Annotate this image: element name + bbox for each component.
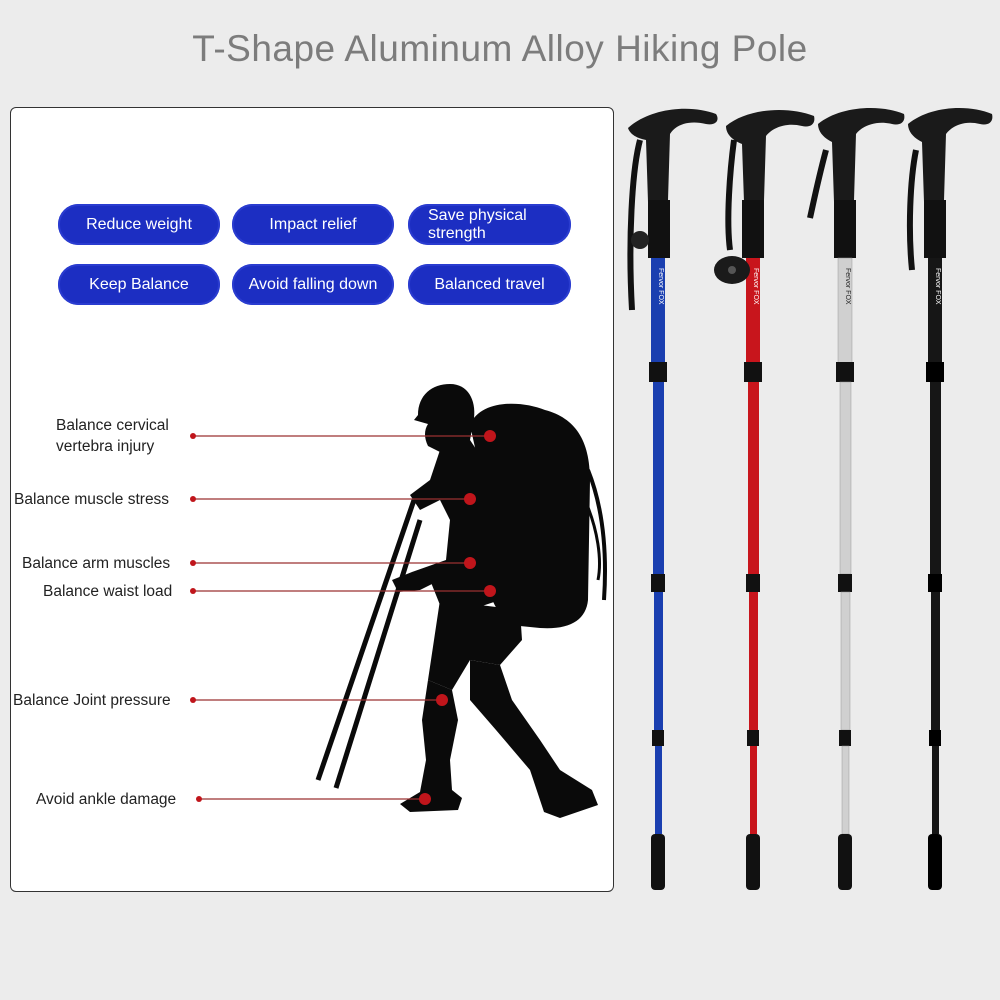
benefit-label: Reduce weight (86, 215, 192, 233)
pointer-lines (193, 435, 490, 800)
benefit-pill-avoid-falling: Avoid falling down (232, 264, 394, 305)
label-ankle-damage: Avoid ankle damage (36, 791, 177, 808)
benefit-pill-balanced-travel: Balanced travel (408, 264, 571, 305)
hiker-silhouette (315, 384, 608, 818)
marker-dots (190, 430, 496, 805)
pole-brand-text-black: Fervor FOX (934, 268, 941, 305)
benefit-label: Balanced travel (434, 275, 545, 293)
label-waist-load: Balance waist load (43, 583, 173, 600)
pole-red (714, 110, 815, 890)
benefit-label: Impact relief (269, 215, 357, 233)
benefit-pill-keep-balance: Keep Balance (58, 264, 220, 305)
page-title: T-Shape Aluminum Alloy Hiking Pole (192, 28, 808, 69)
label-arm-muscles: Balance arm muscles (22, 555, 171, 572)
benefit-pill-impact-relief: Impact relief (232, 204, 394, 245)
pole-blue (627, 108, 718, 890)
pole-black (906, 108, 993, 890)
pole-brand-text-red: Fervor FOX (752, 268, 759, 305)
benefit-label: Save physical strength (428, 206, 527, 242)
benefit-pill-reduce-weight: Reduce weight (58, 204, 220, 245)
label-cervical: Balance cervical vertebra injury (56, 417, 169, 455)
benefit-label: Keep Balance (89, 275, 189, 293)
label-muscle-stress: Balance muscle stress (14, 491, 170, 508)
benefit-label: Avoid falling down (248, 275, 378, 293)
pole-silver (807, 108, 905, 890)
benefit-pill-save-strength: Save physical strength (408, 204, 571, 245)
pole-brand-text-blue: Fervor FOX (657, 268, 664, 305)
pole-brand-text-silver: Fervor FOX (844, 268, 851, 305)
label-joint-pressure: Balance Joint pressure (13, 692, 171, 709)
